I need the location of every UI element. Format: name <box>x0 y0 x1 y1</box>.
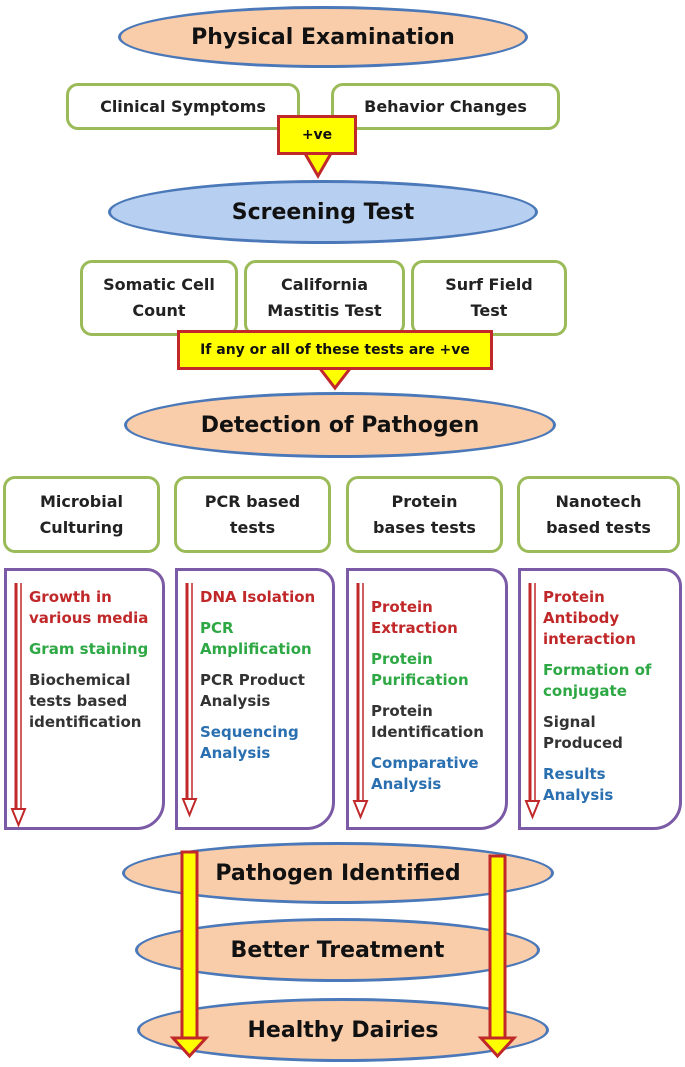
pcr-steps-panel: DNA Isolation PCR Amplification PCR Prod… <box>175 568 335 830</box>
step-item: Growth in various media <box>29 588 149 627</box>
method-line: Microbial <box>40 491 123 511</box>
nanotech-based-tests-box: Nanotech based tests <box>517 476 680 553</box>
method-line: bases tests <box>373 517 476 537</box>
physical-examination-node: Physical Examination <box>118 6 528 68</box>
step-item: Protein Purification <box>371 650 469 689</box>
step-item: Signal Produced <box>543 713 623 752</box>
down-arrow-icon <box>181 583 198 818</box>
step-item: DNA Isolation <box>200 588 316 606</box>
test-line: Test <box>470 301 508 320</box>
clinical-symptoms-label: Clinical Symptoms <box>100 96 266 116</box>
healthy-dairies-node: Healthy Dairies <box>137 998 549 1062</box>
step-item: Protein Antibody interaction <box>543 588 636 648</box>
method-line: Protein <box>391 491 458 511</box>
pathogen-identified-label: Pathogen Identified <box>215 860 461 886</box>
step-item: Sequencing Analysis <box>200 723 299 762</box>
method-line: based tests <box>546 517 651 537</box>
screening-test-label: Screening Test <box>231 199 415 225</box>
step-item: Comparative Analysis <box>371 754 479 793</box>
nanotech-steps-panel: Protein Antibody interaction Formation o… <box>518 568 682 830</box>
detection-of-pathogen-label: Detection of Pathogen <box>200 412 480 438</box>
better-treatment-label: Better Treatment <box>230 937 445 963</box>
positive-box: +ve <box>277 115 357 155</box>
method-line: tests <box>229 517 276 537</box>
healthy-dairies-label: Healthy Dairies <box>247 1017 439 1043</box>
step-item: Formation of conjugate <box>543 661 652 700</box>
test-line: Mastitis Test <box>267 301 382 320</box>
step-item: Gram staining <box>29 640 149 658</box>
step-item: Biochemical tests based identification <box>29 671 142 731</box>
tests-positive-bar: If any or all of these tests are +ve <box>177 330 493 370</box>
test-line: California <box>280 275 368 294</box>
protein-steps-panel: Protein Extraction Protein Purification … <box>346 568 508 830</box>
step-item: PCR Product Analysis <box>200 671 305 710</box>
test-line: Surf Field <box>445 275 533 294</box>
step-item: Protein Extraction <box>371 598 458 637</box>
protein-based-tests-box: Protein bases tests <box>346 476 503 553</box>
physical-examination-label: Physical Examination <box>191 24 455 50</box>
step-item: Protein Identification <box>371 702 484 741</box>
step-item: Results Analysis <box>543 765 614 804</box>
microbial-steps-panel: Growth in various media Gram staining Bi… <box>4 568 165 830</box>
pcr-based-tests-box: PCR based tests <box>174 476 331 553</box>
detection-of-pathogen-node: Detection of Pathogen <box>124 392 556 458</box>
behavior-changes-box: Behavior Changes <box>331 83 560 130</box>
down-arrow-icon <box>352 583 369 820</box>
behavior-changes-label: Behavior Changes <box>364 96 527 116</box>
test-line: Count <box>132 301 186 320</box>
better-treatment-node: Better Treatment <box>135 918 540 982</box>
method-line: PCR based <box>204 491 301 511</box>
method-line: Nanotech <box>555 491 642 511</box>
clinical-symptoms-box: Clinical Symptoms <box>66 83 300 130</box>
test-line: Somatic Cell <box>103 275 215 294</box>
step-item: PCR Amplification <box>200 619 312 658</box>
pathogen-identified-node: Pathogen Identified <box>122 842 554 904</box>
down-arrow-icon <box>524 583 541 820</box>
down-arrow-icon <box>10 583 27 828</box>
tests-positive-label: If any or all of these tests are +ve <box>200 342 470 358</box>
screening-test-node: Screening Test <box>108 180 538 244</box>
method-line: Culturing <box>39 517 124 537</box>
positive-label: +ve <box>301 127 333 143</box>
